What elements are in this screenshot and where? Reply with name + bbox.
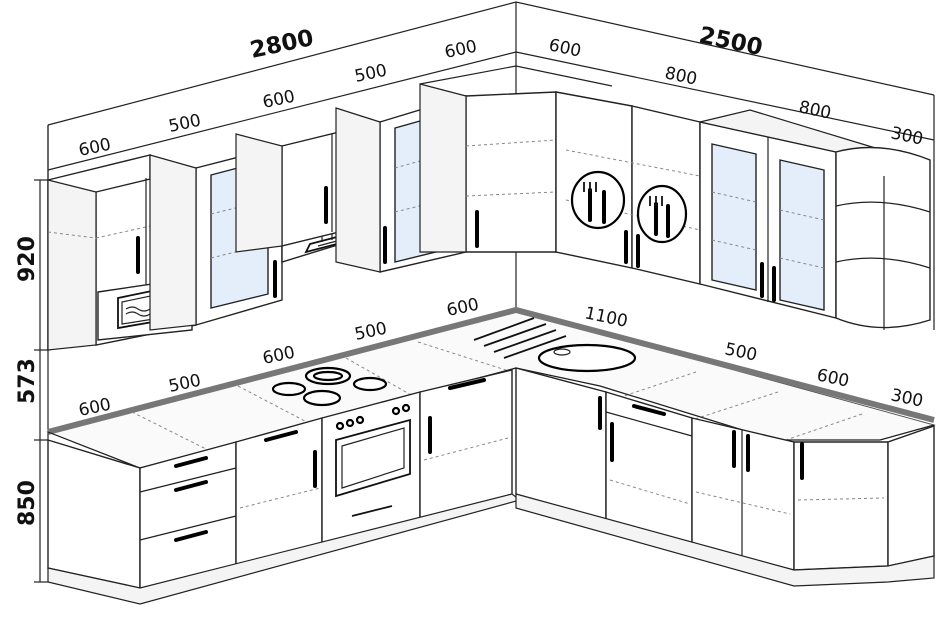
- dimension-label: 500: [353, 319, 389, 345]
- cutlery-icon: [636, 184, 688, 244]
- dimension-label: 600: [445, 295, 481, 321]
- dimension-label: 600: [443, 37, 479, 63]
- dimension-label: 600: [547, 35, 583, 61]
- upper-cabinets-left: [47, 65, 613, 351]
- height-dimension-line: [34, 179, 48, 583]
- upper-dimension-lines: [47, 51, 935, 180]
- countertop: [46, 306, 936, 469]
- dimension-label: 500: [353, 61, 389, 87]
- dimension-label: 800: [663, 63, 699, 89]
- oven-icon: [335, 403, 411, 517]
- height-label-base: 850: [15, 480, 40, 526]
- dimension-label: 2500: [697, 22, 765, 61]
- dimension-label: 300: [889, 123, 925, 149]
- base-cabinets-right: [515, 367, 935, 587]
- upper-cabinets-right: [555, 91, 931, 330]
- height-label-upper: 920: [15, 236, 40, 282]
- base-cabinets-left: [47, 369, 522, 605]
- dimension-label: 2800: [248, 25, 316, 64]
- open-shelf-unit: [835, 146, 931, 330]
- dimension-label: 600: [261, 343, 297, 369]
- sink-icon: [473, 317, 637, 373]
- dimension-label: 800: [797, 97, 833, 123]
- dimension-label: 500: [723, 339, 759, 365]
- height-label-gap: 573: [15, 358, 40, 404]
- cutlery-icon: [570, 170, 626, 230]
- dimension-label: 600: [77, 135, 113, 161]
- cooktop-icon: [271, 366, 388, 407]
